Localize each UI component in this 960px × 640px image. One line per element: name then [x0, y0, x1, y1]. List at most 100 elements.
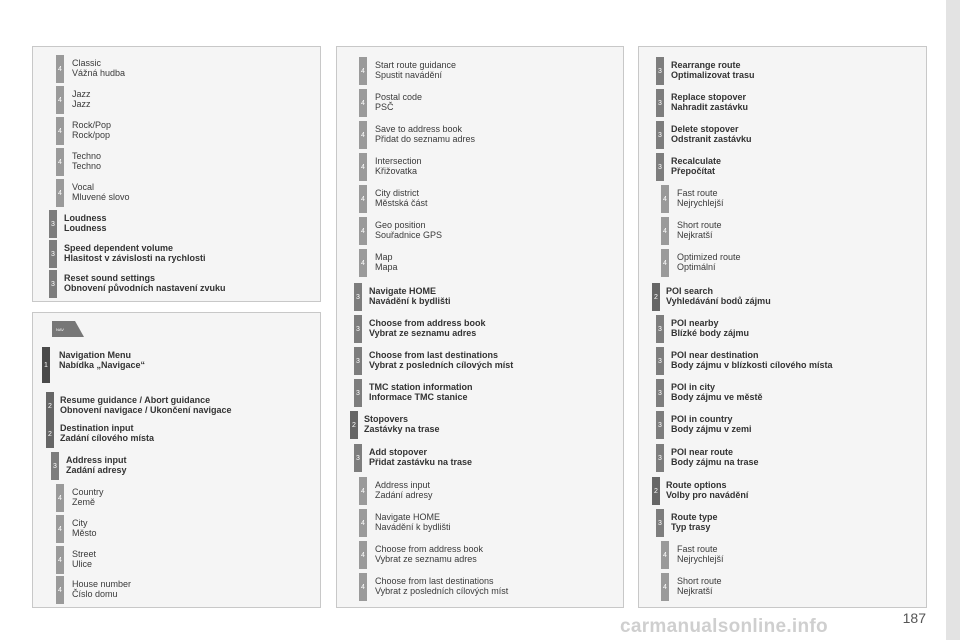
entry-label-en: Geo position — [375, 220, 426, 230]
entry-label-cs: Vybrat ze seznamu adres — [375, 554, 477, 564]
entry-label-cs: Zadání adresy — [375, 490, 433, 500]
entry-label-cs: Přidat zastávku na trase — [369, 457, 473, 467]
entry-label-en: POI near destination — [671, 350, 759, 360]
nav-button: NAV — [52, 321, 84, 337]
entry-label-en: Map — [375, 252, 393, 262]
level-badge: 4 — [359, 217, 367, 245]
level-badge: 4 — [56, 484, 64, 512]
page-number: 187 — [902, 610, 926, 626]
level-badge: 4 — [359, 57, 367, 85]
panel-middle — [336, 46, 624, 608]
level-badge: 4 — [661, 249, 669, 277]
entry-label-cs: Techno — [72, 161, 102, 171]
entry-label-cs: Spustit navádění — [375, 70, 443, 80]
entry-label-en: Street — [72, 549, 97, 559]
entry-label-cs: Město — [72, 528, 97, 538]
entry-label-cs: Nejrychlejší — [677, 198, 724, 208]
entry-label-en: POI nearby — [671, 318, 719, 328]
nav-button-label: NAV — [56, 326, 64, 332]
entry-label-cs: Odstranit zastávku — [671, 134, 752, 144]
entry-label-cs: Městská část — [375, 198, 428, 208]
panel-navigation — [32, 312, 321, 608]
entry-label-cs: Země — [72, 497, 96, 507]
entry-label-cs: Přidat do seznamu adres — [375, 134, 476, 144]
entry-label-en: Intersection — [375, 156, 422, 166]
level-badge: 4 — [359, 541, 367, 569]
entry-label-en: Rearrange route — [671, 60, 741, 70]
entry-label-en: Navigate HOME — [369, 286, 437, 296]
entry-label-en: POI in country — [671, 414, 733, 424]
level-badge: 2 — [350, 411, 358, 439]
entry-label-cs: Nejrychlejší — [677, 554, 724, 564]
entry-label-cs: Obnovení původních nastavení zvuku — [64, 283, 226, 293]
level-badge: 3 — [656, 509, 664, 537]
entry-label-cs: Vyhledávání bodů zájmu — [666, 296, 771, 306]
entry-label-en: Save to address book — [375, 124, 463, 134]
entry-label-cs: Body zájmu v zemi — [671, 424, 752, 434]
level-badge: 3 — [656, 89, 664, 117]
level-badge: 4 — [359, 121, 367, 149]
entry-label-en: Navigate HOME — [375, 512, 441, 522]
entry-label-cs: Rock/pop — [72, 130, 111, 140]
entry-label-en: Stopovers — [364, 414, 409, 424]
entry-label-en: Vocal — [72, 182, 95, 192]
entry-label-cs: Body zájmu ve městě — [671, 392, 763, 402]
level-badge: 3 — [656, 121, 664, 149]
entry-label-en: Delete stopover — [671, 124, 739, 134]
level-badge: 4 — [56, 546, 64, 574]
level-badge: 2 — [652, 283, 660, 311]
entry-label-cs: Volby pro navádění — [666, 490, 749, 500]
level-badge: 4 — [359, 185, 367, 213]
entry-label-en: Short route — [677, 576, 722, 586]
level-badge: 2 — [46, 420, 54, 448]
panel-right — [638, 46, 927, 608]
level-badge: 4 — [661, 573, 669, 601]
entry-label-cs: Obnovení navigace / Ukončení navigace — [60, 405, 232, 415]
level-badge: 4 — [359, 89, 367, 117]
entry-label-cs: Souřadnice GPS — [375, 230, 443, 240]
entry-label-cs: Nabídka „Navigace“ — [59, 360, 146, 370]
level-badge: 4 — [359, 249, 367, 277]
entry-label-en: Address input — [66, 455, 127, 465]
entry-label-cs: Informace TMC stanice — [369, 392, 468, 402]
entry-label-cs: Vybrat z posledních cílových míst — [375, 586, 509, 596]
entry-label-en: Fast route — [677, 544, 718, 554]
level-badge: 3 — [656, 444, 664, 472]
entry-label-cs: Vybrat z posledních cílových míst — [369, 360, 514, 370]
entry-label-en: Postal code — [375, 92, 423, 102]
entry-label-en: Add stopover — [369, 447, 428, 457]
entry-label-cs: Ulice — [72, 559, 93, 569]
entry-label-en: Replace stopover — [671, 92, 747, 102]
level-badge: 4 — [56, 576, 64, 604]
level-badge: 3 — [656, 57, 664, 85]
level-badge: 3 — [656, 411, 664, 439]
entry-label-cs: Body zájmu v blízkosti cílového místa — [671, 360, 833, 370]
entry-label-en: City district — [375, 188, 420, 198]
entry-label-en: POI in city — [671, 382, 716, 392]
entry-label-en: Choose from last destinations — [375, 576, 494, 586]
entry-label-en: Address input — [375, 480, 431, 490]
level-badge: 2 — [46, 392, 54, 420]
entry-label-en: Choose from address book — [369, 318, 486, 328]
level-badge: 3 — [49, 240, 57, 268]
entry-label-cs: Zastávky na trase — [364, 424, 440, 434]
panel-audio — [32, 46, 321, 302]
entry-label-en: Recalculate — [671, 156, 722, 166]
entry-label-en: Fast route — [677, 188, 718, 198]
entry-label-cs: Vážná hudba — [72, 68, 126, 78]
page-edge-bar — [946, 0, 960, 640]
entry-label-en: Navigation Menu — [59, 350, 132, 360]
entry-label-cs: Navádění k bydlišti — [375, 522, 451, 532]
level-badge: 3 — [354, 347, 362, 375]
entry-label-cs: Mluvené slovo — [72, 192, 130, 202]
entry-label-en: Route options — [666, 480, 727, 490]
entry-label-en: POI near route — [671, 447, 734, 457]
entry-label-cs: Jazz — [72, 99, 91, 109]
entry-label-cs: Navádění k bydlišti — [369, 296, 451, 306]
entry-label-cs: Blízké body zájmu — [671, 328, 750, 338]
level-badge: 4 — [661, 217, 669, 245]
entry-label-en: Loudness — [64, 213, 107, 223]
level-badge: 3 — [656, 347, 664, 375]
level-badge: 4 — [56, 179, 64, 207]
entry-label-cs: Nahradit zastávku — [671, 102, 749, 112]
